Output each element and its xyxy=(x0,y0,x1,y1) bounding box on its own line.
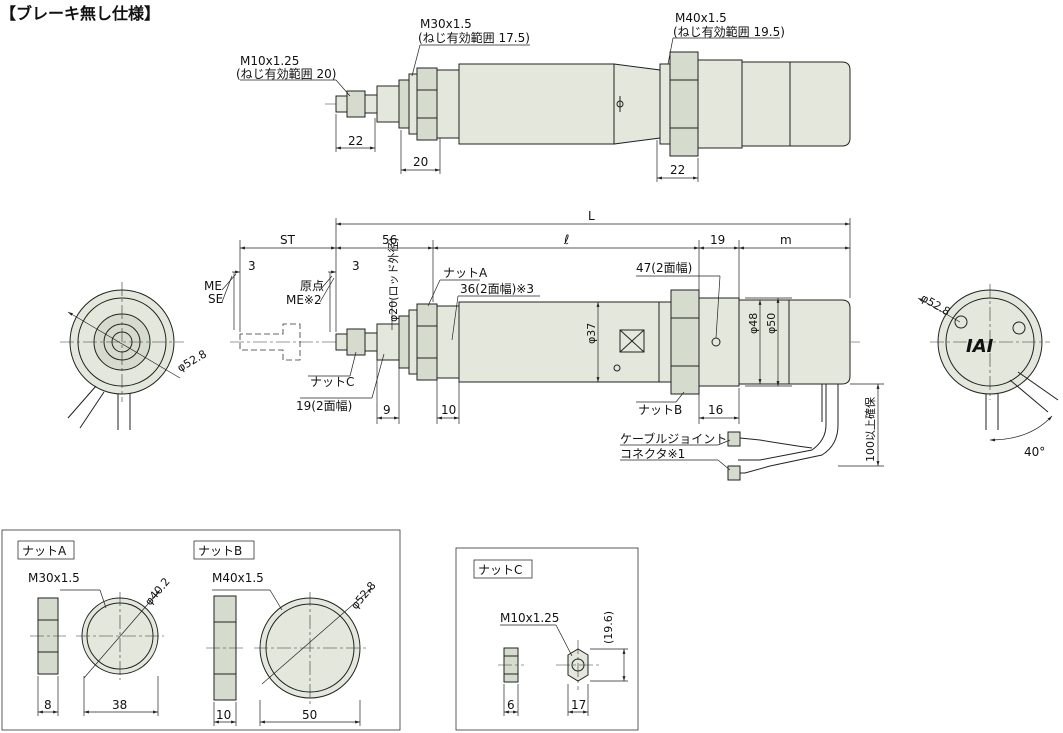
label-left-phi: φ52.8 xyxy=(175,347,209,374)
label-rod-od: φ20(ロッド外径) xyxy=(387,237,400,322)
detail-nut-a-label: ナットA xyxy=(22,544,67,558)
left-end-view xyxy=(60,282,184,430)
dim-3-origin: 3 xyxy=(352,259,360,273)
thread-b-label: M40x1.5 xyxy=(675,11,727,25)
rod-thread-label: M10x1.25 xyxy=(240,54,299,68)
detail-nut-a-phi: φ40.2 xyxy=(142,575,172,608)
label-cable-joint: ケーブルジョイント xyxy=(620,431,727,446)
dim-a-20: 20 xyxy=(413,155,428,169)
label-nut-b: ナットB xyxy=(638,403,682,417)
side-view xyxy=(221,218,884,481)
detail-nut-c-height: (19.6) xyxy=(602,611,615,644)
label-origin: 原点 xyxy=(300,279,324,293)
detail-nut-c-width: 17 xyxy=(571,698,586,712)
label-nut-c: ナットC xyxy=(310,375,354,389)
dim-m: m xyxy=(780,233,792,247)
detail-nut-c-thick: 6 xyxy=(507,698,515,712)
label-w36: 36(2面幅)※3 xyxy=(460,281,534,296)
detail-nut-b-thick: 10 xyxy=(216,708,231,722)
detail-nut-b-label: ナットB xyxy=(198,544,242,558)
label-right-phi: φ52.8 xyxy=(919,291,953,318)
label-ME: ME xyxy=(204,279,222,293)
thread-b-note: (ねじ有効範囲 19.5) xyxy=(673,24,785,39)
label-ME2: ME※2 xyxy=(286,293,322,307)
dim-19: 19 xyxy=(710,233,725,247)
dim-16: 16 xyxy=(708,403,723,417)
detail-nut-c-label: ナットC xyxy=(478,563,522,577)
dim-ST: ST xyxy=(280,233,296,247)
dim-L: L xyxy=(588,209,595,223)
detail-nut-a-thread: M30x1.5 xyxy=(28,571,80,585)
dim-56: 56 xyxy=(382,233,397,247)
thread-a-label: M30x1.5 xyxy=(420,17,472,31)
label-w47: 47(2面幅) xyxy=(636,260,692,275)
detail-nut-b-width: 50 xyxy=(302,708,317,722)
detail-box-nut-ab xyxy=(1,529,401,731)
label-w19: 19(2面幅) xyxy=(296,398,352,413)
right-end-view xyxy=(917,284,1059,442)
label-nut-a: ナットA xyxy=(443,266,488,280)
iai-logo: IAI xyxy=(966,336,994,357)
label-phi48: φ48 xyxy=(747,313,760,334)
label-phi37: φ37 xyxy=(585,323,598,344)
dim-10: 10 xyxy=(441,403,456,417)
top-view xyxy=(240,37,851,182)
rod-thread-note: (ねじ有効範囲 20) xyxy=(236,66,336,81)
detail-box-nut-c xyxy=(455,547,639,731)
detail-nut-b-phi: φ52.8 xyxy=(348,579,378,612)
dim-rod-22: 22 xyxy=(348,134,363,148)
detail-nut-a-width: 38 xyxy=(112,698,127,712)
label-angle: 40° xyxy=(1024,445,1045,459)
detail-nut-b-thread: M40x1.5 xyxy=(212,571,264,585)
label-connector: コネクタ※1 xyxy=(620,447,685,461)
detail-nut-c-thread: M10x1.25 xyxy=(500,611,559,625)
dim-3-me: 3 xyxy=(248,259,256,273)
label-100-min: 100以上確保 xyxy=(863,397,877,462)
detail-nut-a-thick: 8 xyxy=(44,698,52,712)
dim-b-22: 22 xyxy=(670,163,685,177)
dim-9: 9 xyxy=(383,403,391,417)
page-title: 【ブレーキ無し仕様】 xyxy=(0,4,161,23)
label-SE: SE xyxy=(208,292,223,306)
dim-l: ℓ xyxy=(563,233,569,248)
thread-a-note: (ねじ有効範囲 17.5) xyxy=(418,30,530,45)
label-phi50: φ50 xyxy=(765,313,778,334)
